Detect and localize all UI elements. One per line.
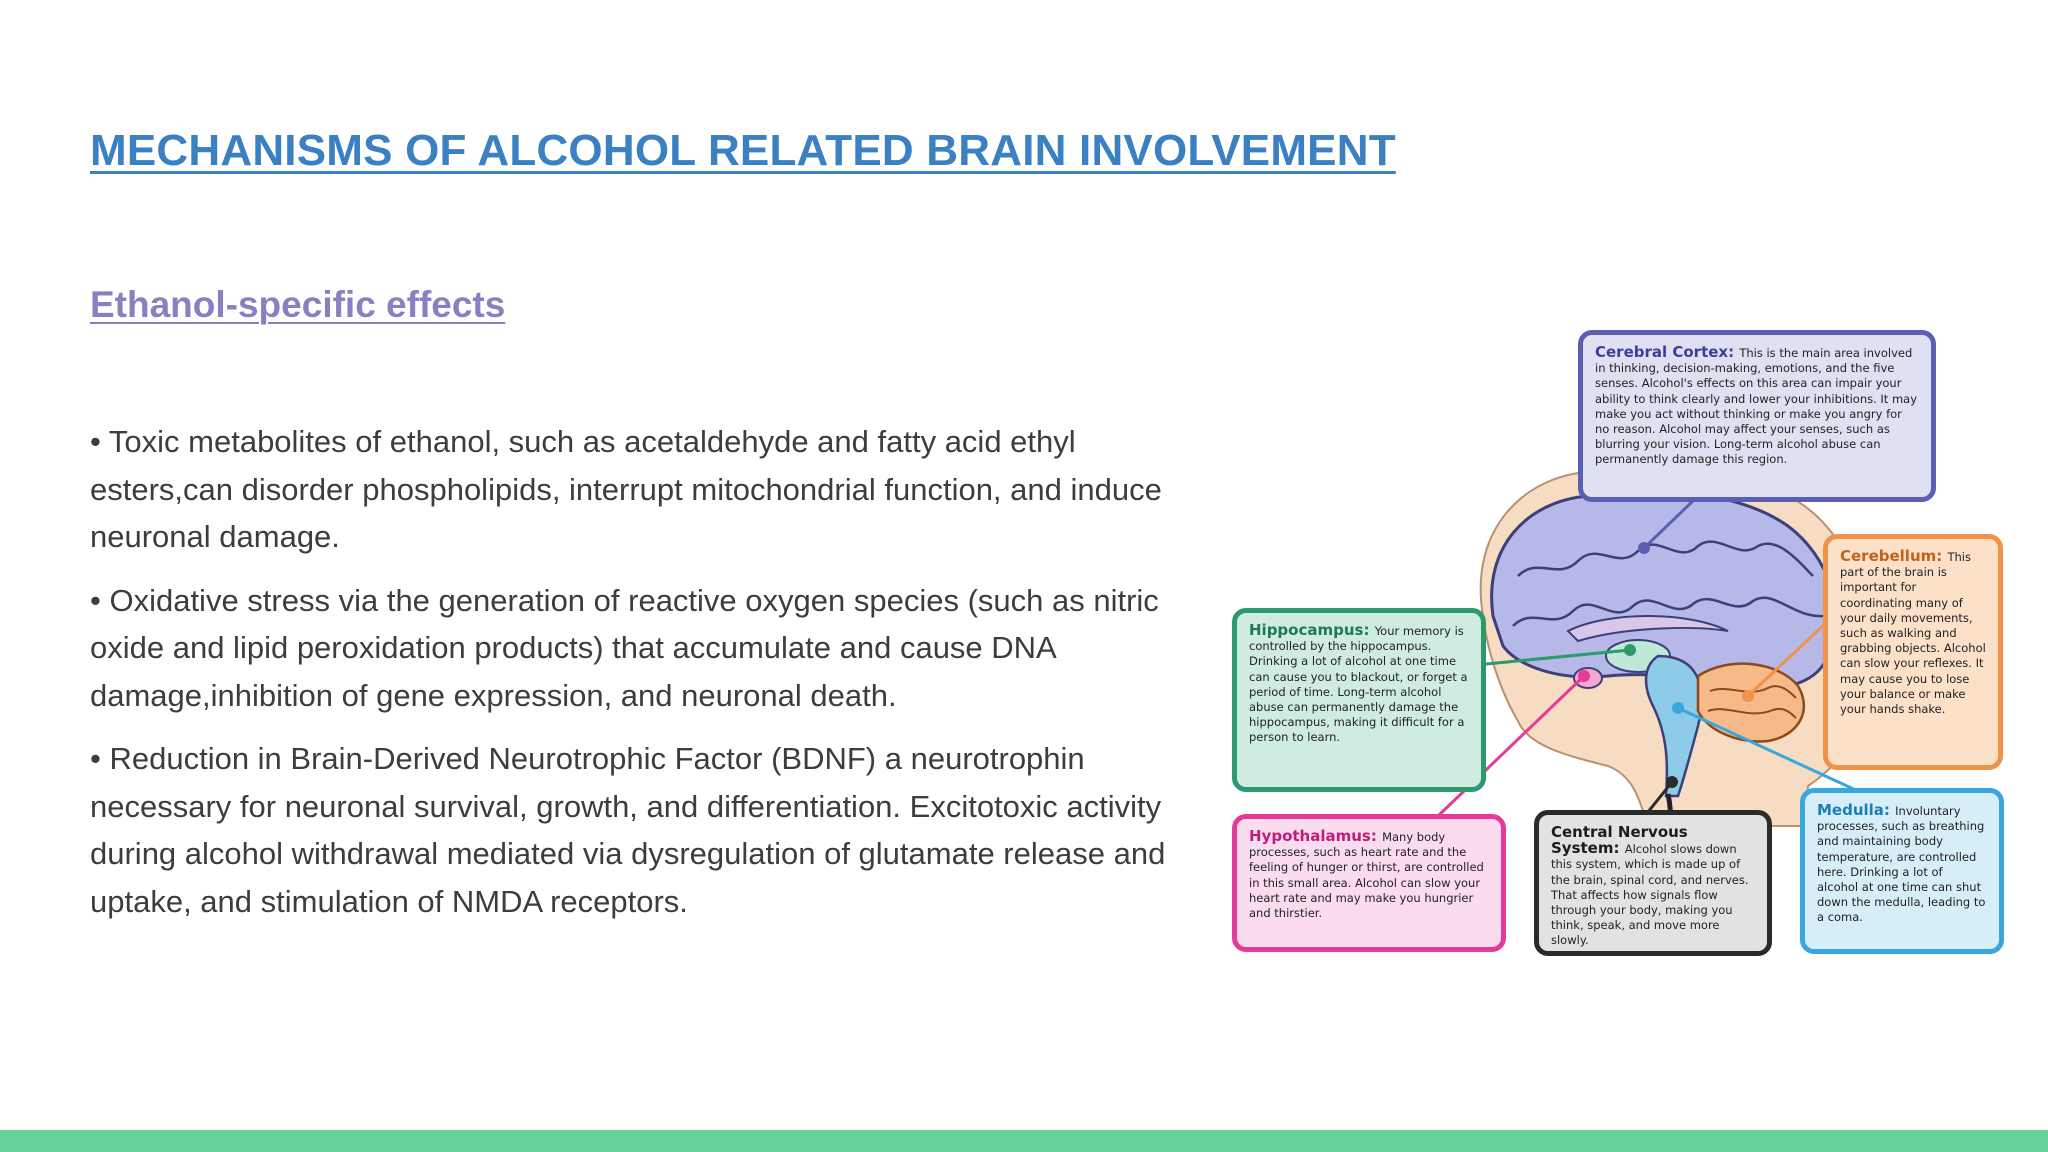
- cns-leader: [1646, 781, 1674, 813]
- bullet-item: • Oxidative stress via the generation of…: [90, 582, 1159, 713]
- medulla-leader: [1677, 706, 1861, 794]
- cerebellum-region: [1696, 662, 1806, 743]
- hippocampus-callout: Hippocampus: Your memory is controlled b…: [1232, 608, 1486, 792]
- hypothalamus-text: Many body processes, such as heart rate …: [1249, 830, 1484, 921]
- cerebellum-leader: [1746, 620, 1829, 698]
- medulla-title: Medulla:: [1817, 801, 1896, 819]
- cortex-title: Cerebral Cortex:: [1595, 343, 1740, 361]
- cns-dot: [1666, 776, 1678, 788]
- medulla-dot: [1672, 702, 1684, 714]
- slide-subtitle: Ethanol-specific effects: [90, 284, 506, 325]
- medulla-text: Involuntary processes, such as breathing…: [1817, 804, 1986, 925]
- cerebellum-folds: [1707, 685, 1797, 719]
- cerebellum-callout: Cerebellum: This part of the brain is im…: [1823, 534, 2003, 770]
- cerebellum-dot: [1742, 690, 1754, 702]
- cortex-text: This is the main area involved in thinki…: [1595, 346, 1918, 467]
- bottom-accent-bar: [0, 1130, 2048, 1152]
- hypothalamus-title: Hypothalamus:: [1249, 827, 1383, 845]
- cns-title: Central Nervous System:: [1551, 823, 1688, 858]
- bullet-item: • Toxic metabolites of ethanol, such as …: [90, 424, 1162, 554]
- corpus-callosum: [1566, 615, 1729, 643]
- slide-title: MECHANISMS OF ALCOHOL RELATED BRAIN INVO…: [90, 126, 1396, 175]
- cerebellum-text: This part of the brain is important for …: [1840, 550, 1986, 717]
- gyri-lines: [1512, 540, 1824, 627]
- bullet-item: • Reduction in Brain-Derived Neurotrophi…: [90, 741, 1166, 919]
- cortex-callout: Cerebral Cortex: This is the main area i…: [1578, 330, 1936, 502]
- hippocampus-text: Your memory is controlled by the hippoca…: [1249, 624, 1468, 745]
- cortex-leader: [1642, 496, 1698, 550]
- cns-callout: Central Nervous System: Alcohol slows do…: [1534, 810, 1772, 956]
- hippocampus-dot: [1624, 644, 1636, 656]
- brain-diagram: Cerebral Cortex: This is the main area i…: [1228, 326, 2008, 956]
- cns-text: Alcohol slows down this system, which is…: [1551, 842, 1749, 948]
- hippocampus-leader: [1485, 648, 1631, 666]
- bullet-list: • Toxic metabolites of ethanol, such as …: [90, 418, 1190, 941]
- hypothalamus-callout: Hypothalamus: Many body processes, such …: [1232, 814, 1506, 952]
- hypothalamus-leader: [1436, 674, 1586, 818]
- cerebellum-title: Cerebellum:: [1840, 547, 1948, 565]
- medulla-callout: Medulla: Involuntary processes, such as …: [1800, 788, 2004, 954]
- hypothalamus-dot: [1578, 670, 1590, 682]
- hippocampus-title: Hippocampus:: [1249, 621, 1375, 639]
- cortex-dot: [1638, 542, 1650, 554]
